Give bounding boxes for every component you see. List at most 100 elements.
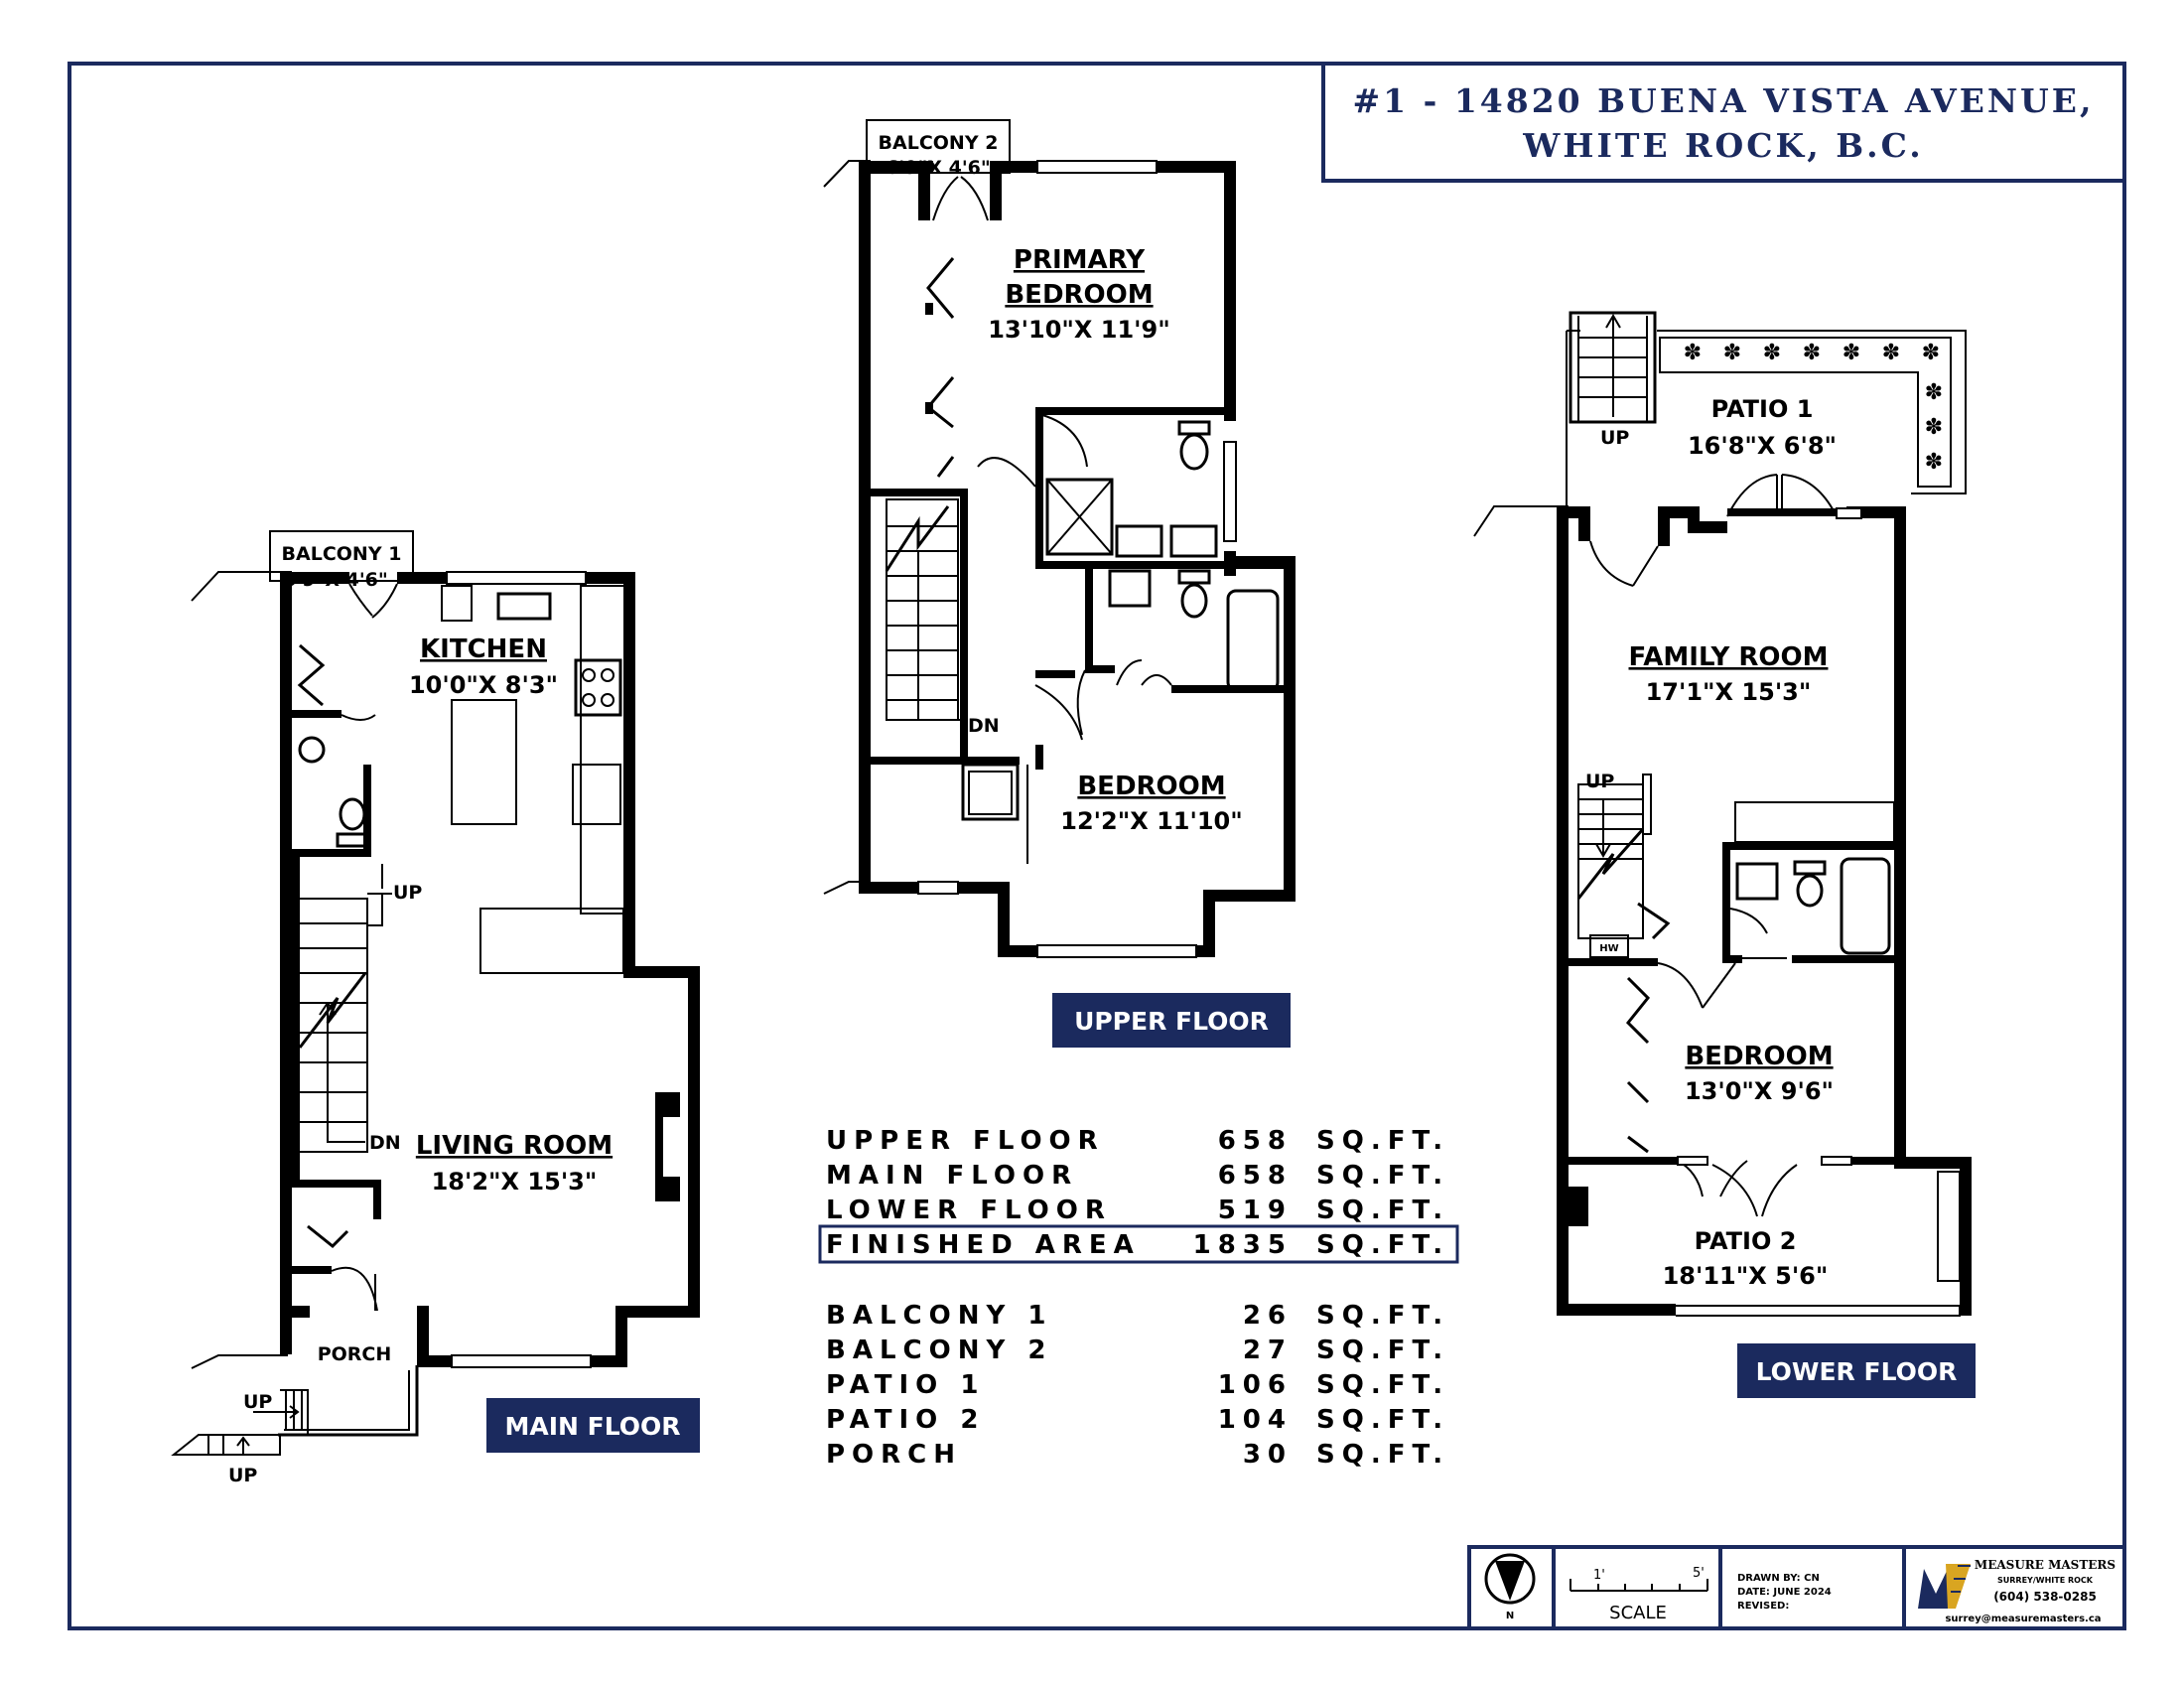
toilet-icon: [339, 797, 366, 831]
shower-icon: [1045, 478, 1114, 556]
area-row: MAIN FLOOR 658 SQ.FT.: [826, 1161, 1449, 1191]
balcony-2-outline: [866, 119, 1011, 174]
title-block: N 1' 5' SCALE DRAWN BY: CN DATE: JUNE 20…: [1467, 1545, 2126, 1630]
shrub-icon: ✽: [1922, 341, 1940, 365]
primary-bedroom-label-2: BEDROOM: [1005, 280, 1153, 310]
area-row: PORCH 30 SQ.FT.: [826, 1440, 1449, 1470]
area-unit: SQ.FT.: [1316, 1301, 1449, 1331]
kitchen-dim: 10'0"X 8'3": [409, 671, 558, 699]
shrub-icon: ✽: [1763, 341, 1781, 365]
area-unit: SQ.FT.: [1316, 1405, 1449, 1435]
area-row: UPPER FLOOR 658 SQ.FT.: [826, 1126, 1449, 1156]
sink-icon: [1169, 524, 1218, 558]
area-name: LOWER FLOOR: [826, 1196, 1112, 1225]
company-phone: (604) 538-0285: [1993, 1590, 2097, 1604]
title-box: #1 - 14820 BUENA VISTA AVENUE, WHITE ROC…: [1321, 62, 2126, 183]
primary-bedroom-dim: 13'10"X 11'9": [988, 316, 1169, 344]
area-value: 658: [1218, 1126, 1293, 1156]
title-line-1: #1 - 14820 BUENA VISTA AVENUE,: [1353, 81, 2095, 120]
lower-bath-fixtures: [1735, 857, 1891, 955]
toilet-icon: [1180, 583, 1208, 619]
family-room-dim: 17'1"X 15'3": [1646, 678, 1812, 706]
shrub-icon: ✽: [1882, 341, 1900, 365]
shrub-icon: ✽: [1925, 380, 1943, 405]
area-unit: SQ.FT.: [1316, 1440, 1449, 1470]
upper-floor-plan: DN BALCONY 2 6'9"X 4'6" PRIMARY BEDROOM …: [823, 119, 1296, 958]
lower-floor-plan: ✽ ✽ ✽ ✽ ✽ ✽ ✽ ✽ ✽ ✽ UP: [1473, 311, 1972, 1317]
primary-bedroom-label-1: PRIMARY: [1014, 245, 1146, 275]
living-room-label: LIVING ROOM: [416, 1131, 613, 1161]
area-name: UPPER FLOOR: [826, 1126, 1105, 1156]
area-unit: SQ.FT.: [1316, 1161, 1449, 1191]
area-row: PATIO 2 104 SQ.FT.: [826, 1405, 1449, 1435]
patio-2-label: PATIO 2: [1695, 1227, 1797, 1255]
main-up-label: UP: [393, 882, 422, 904]
kitchen-island: [451, 699, 517, 825]
area-unit: SQ.FT.: [1316, 1370, 1449, 1400]
area-value: 519: [1218, 1196, 1293, 1225]
upper-bedroom-label: BEDROOM: [1077, 772, 1225, 801]
sink-icon: [298, 736, 326, 764]
area-name: FINISHED AREA: [826, 1230, 1141, 1260]
upper-bath-fixtures: [1108, 569, 1280, 692]
patio-1-dim: 16'8"X 6'8": [1688, 432, 1837, 460]
revised-label: REVISED:: [1737, 1601, 1789, 1612]
scale-bar-icon: 1' 5' SCALE: [1570, 1566, 1708, 1623]
area-value: 106: [1218, 1370, 1293, 1400]
patio-1-stairs: UP: [1569, 311, 1657, 449]
area-value: 26: [1243, 1301, 1293, 1331]
porch-up-label-1: UP: [243, 1391, 272, 1413]
bathtub-icon: [1840, 857, 1891, 955]
scale-start-label: 1': [1593, 1568, 1605, 1583]
patio-up-label: UP: [1600, 427, 1629, 449]
main-stairs: UP DN: [292, 857, 422, 1185]
area-unit: SQ.FT.: [1316, 1126, 1449, 1156]
upper-floor-badge-label: UPPER FLOOR: [1074, 1007, 1269, 1036]
lower-stairs: UP: [1576, 771, 1652, 939]
area-row: BALCONY 2 27 SQ.FT.: [826, 1336, 1449, 1365]
upper-ensuite-fixtures: [1045, 420, 1218, 558]
upper-bedroom-dim: 12'2"X 11'10": [1060, 807, 1242, 835]
hot-water-label: HW: [1599, 943, 1618, 954]
sheet-border: [68, 62, 2126, 1630]
area-table: UPPER FLOOR 658 SQ.FT. MAIN FLOOR 658 SQ…: [818, 1126, 1459, 1470]
balcony-1-dim: 6'9"X 4'6": [283, 569, 388, 591]
area-value: 30: [1243, 1440, 1293, 1470]
washer-icon: [961, 763, 1020, 821]
upper-floor-badge: UPPER FLOOR: [1052, 993, 1291, 1048]
shrub-icon: ✽: [1925, 415, 1943, 440]
toilet-icon: [1796, 874, 1824, 908]
shrub-icon: ✽: [1803, 341, 1821, 365]
main-dn-label: DN: [369, 1132, 401, 1154]
stove-icon: [574, 658, 622, 717]
lower-floor-badge: LOWER FLOOR: [1737, 1343, 1976, 1398]
upper-stairs: DN: [885, 498, 1000, 737]
area-row: LOWER FLOOR 519 SQ.FT.: [826, 1196, 1442, 1225]
family-room-label: FAMILY ROOM: [1629, 642, 1829, 672]
shrub-icon: ✽: [1843, 341, 1860, 365]
area-row: PATIO 1 106 SQ.FT.: [826, 1370, 1449, 1400]
living-room-dim: 18'2"X 15'3": [432, 1168, 598, 1196]
area-value: 104: [1218, 1405, 1293, 1435]
north-label: N: [1506, 1611, 1514, 1621]
patio-2-dim: 18'11"X 5'6": [1663, 1262, 1829, 1290]
area-unit: SQ.FT.: [1316, 1336, 1449, 1365]
main-floor-plan: UP UP: [171, 530, 700, 1486]
area-total-row: FINISHED AREA 1835 SQ.FT.: [818, 1224, 1459, 1264]
area-name: MAIN FLOOR: [826, 1161, 1078, 1191]
shrub-icon: ✽: [1684, 341, 1702, 365]
porch-up-label-2: UP: [228, 1465, 257, 1486]
area-row: BALCONY 1 26 SQ.FT.: [826, 1301, 1449, 1331]
area-value: 658: [1218, 1161, 1293, 1191]
shrub-icon: ✽: [1723, 341, 1741, 365]
company-email: surrey@measuremasters.ca: [1945, 1614, 2101, 1624]
north-arrow-icon: N: [1484, 1553, 1536, 1621]
sink-icon: [1115, 524, 1163, 558]
balcony-1-label: BALCONY 1: [282, 543, 402, 565]
shrub-icon: ✽: [1925, 450, 1943, 475]
balcony-2-label: BALCONY 2: [879, 132, 999, 154]
date-label: DATE: JUNE 2024: [1737, 1587, 1832, 1598]
lower-bedroom-label: BEDROOM: [1685, 1042, 1833, 1071]
drawn-by-label: DRAWN BY: CN: [1737, 1573, 1820, 1584]
